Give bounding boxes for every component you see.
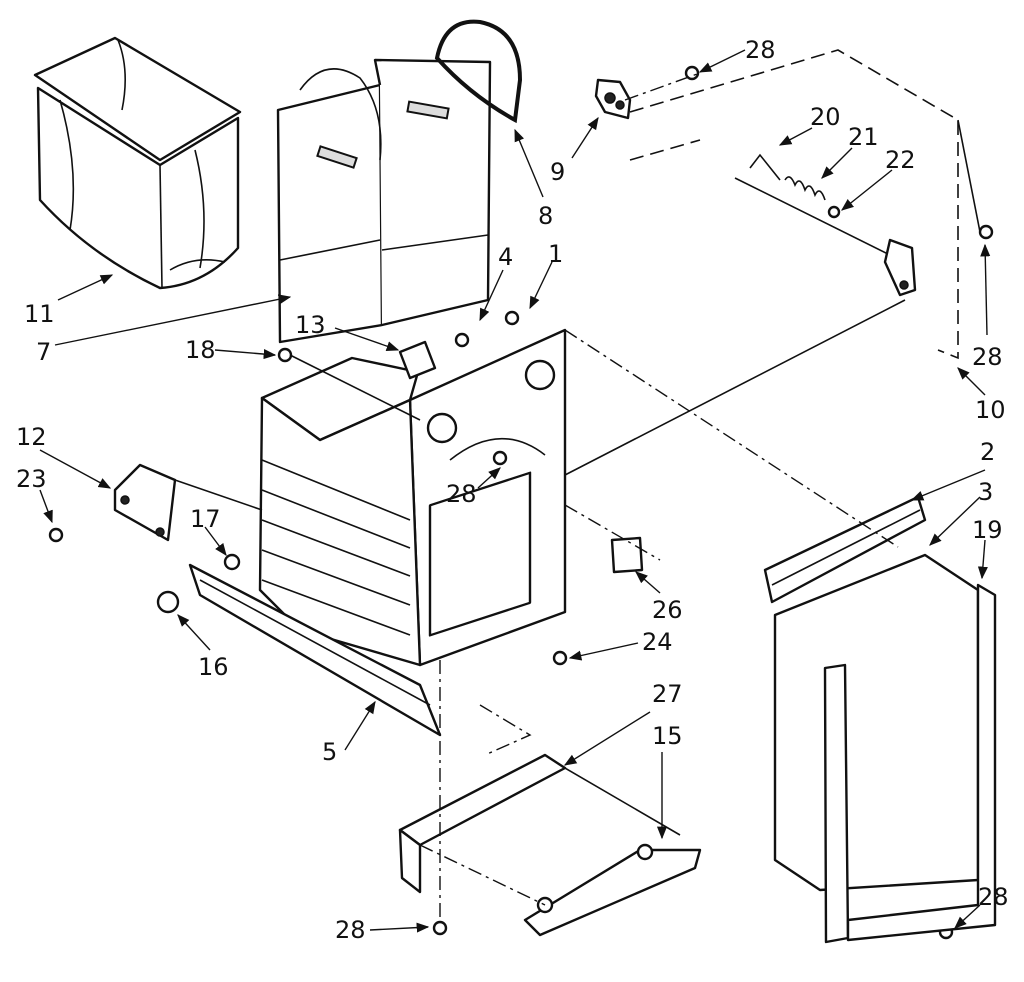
gasket-loop (434, 19, 523, 124)
cabinet-body (188, 328, 567, 737)
callout-9: 9 (550, 158, 565, 186)
callout-28-center: 28 (446, 480, 477, 508)
callout-13: 13 (295, 311, 326, 339)
side-clip (610, 536, 644, 574)
callout-22: 22 (885, 146, 916, 174)
top-bracket (594, 78, 632, 120)
callout-4: 4 (498, 243, 513, 271)
callout-1: 1 (548, 240, 563, 268)
callout-15: 15 (652, 722, 683, 750)
callout-17: 17 (190, 505, 221, 533)
callout-10: 10 (975, 396, 1006, 424)
callout-27: 27 (652, 680, 683, 708)
assembly-lines (174, 72, 981, 920)
callout-16: 16 (198, 653, 229, 681)
callout-3: 3 (978, 478, 993, 506)
callout-24: 24 (642, 628, 673, 656)
callout-26: 26 (652, 596, 683, 624)
callout-8: 8 (538, 202, 553, 230)
callout-arrows (39, 49, 991, 933)
callout-28-bottom: 28 (335, 916, 366, 944)
fasteners (48, 65, 994, 940)
callout-18: 18 (185, 336, 216, 364)
callout-7: 7 (36, 338, 51, 366)
door-panel-assembly (773, 553, 997, 944)
top-panel-outline (629, 49, 959, 360)
door-top-rail (763, 495, 927, 604)
callout-19: 19 (972, 516, 1003, 544)
callout-labels: 11 7 8 9 28 20 21 22 28 10 4 1 13 18 12 … (16, 36, 1009, 944)
callout-21: 21 (848, 123, 879, 151)
callout-23: 23 (16, 465, 47, 493)
callout-12: 12 (16, 423, 47, 451)
kick-plate (398, 753, 702, 937)
center-bracket (398, 340, 437, 380)
callout-28-right: 28 (972, 343, 1003, 371)
side-panel-assembly (276, 58, 492, 344)
callout-2: 2 (980, 438, 995, 466)
callout-28-top: 28 (745, 36, 776, 64)
bag-liner (33, 36, 242, 290)
hinge-bracket-left (113, 463, 177, 542)
callout-5: 5 (322, 738, 337, 766)
callout-11: 11 (24, 300, 55, 328)
latch-rod-assembly (734, 153, 917, 297)
callout-28-bottom-right: 28 (978, 883, 1009, 911)
callout-20: 20 (810, 103, 841, 131)
